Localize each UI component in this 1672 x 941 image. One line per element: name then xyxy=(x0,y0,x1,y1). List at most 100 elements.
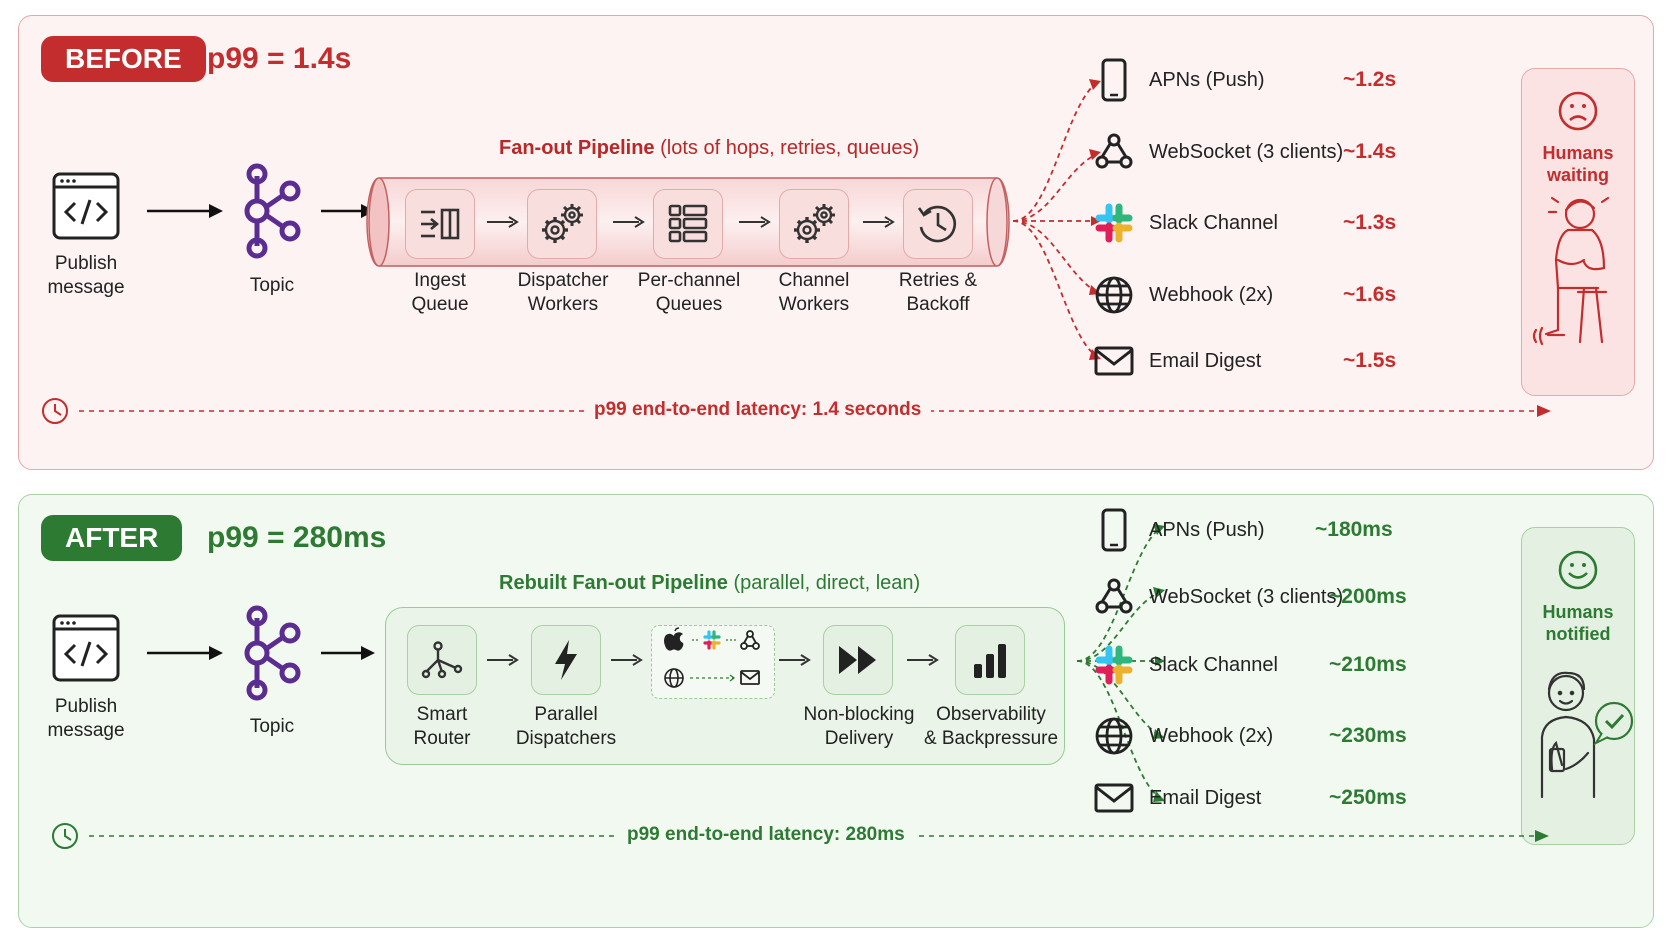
apple-icon xyxy=(664,632,684,651)
arrow xyxy=(779,654,811,666)
stage-label: Parallel Dispatchers xyxy=(515,704,617,749)
channels-grid-stage xyxy=(651,625,775,699)
stage-label: Non-blocking Delivery xyxy=(803,704,915,749)
humans-waiting-card: Humans waiting xyxy=(1521,68,1635,396)
channel-name: Webhook (2x) xyxy=(1149,283,1274,306)
channel-latency: ~1.6s xyxy=(1343,283,1397,306)
fan-out-arrows xyxy=(1012,79,1101,360)
channel-latency: ~1.5s xyxy=(1343,349,1397,372)
notified-person-icon xyxy=(1540,671,1634,799)
arrow xyxy=(739,216,771,228)
stage-label: Per-channel Queues xyxy=(637,270,741,315)
after-panel: AFTER p99 = 280ms Publish message Topic … xyxy=(18,494,1654,928)
channel-row: Email Digest ~250ms xyxy=(1093,774,1407,822)
channel-row: WebSocket (3 clients) ~1.4s xyxy=(1093,128,1396,176)
list-icon xyxy=(668,204,708,243)
fast-forward-icon xyxy=(839,646,876,674)
topic-icon xyxy=(244,605,301,701)
channel-name: Email Digest xyxy=(1149,349,1262,372)
parallel-dispatchers-stage xyxy=(531,625,601,695)
channel-row: APNs (Push) ~1.2s xyxy=(1093,56,1396,104)
retry-clock-icon xyxy=(917,205,957,243)
arrow xyxy=(487,216,519,228)
sad-face-icon xyxy=(1558,91,1598,131)
slack-icon xyxy=(1095,645,1133,685)
retries-backoff-stage xyxy=(903,189,973,259)
humans-notified-card: Humans notified xyxy=(1521,527,1635,845)
stage-label: Channel Workers xyxy=(778,270,850,315)
mail-icon xyxy=(740,670,760,685)
stage-label: Retries & Backoff xyxy=(898,270,978,315)
gears-icon xyxy=(794,204,835,243)
channel-name: APNs (Push) xyxy=(1149,68,1265,91)
arrow xyxy=(321,646,375,660)
slack-icon xyxy=(703,630,721,650)
channel-workers-stage xyxy=(779,189,849,259)
waiting-person-icon xyxy=(1532,196,1610,346)
channel-name: Slack Channel xyxy=(1149,211,1278,234)
stage-label: Observability & Backpressure xyxy=(923,704,1059,749)
latency-summary: p99 end-to-end latency: 1.4 seconds xyxy=(584,399,932,421)
after-badge: AFTER xyxy=(41,515,183,561)
topic-label: Topic xyxy=(249,716,295,737)
topic-label: Topic xyxy=(249,275,295,296)
pipeline-title: Rebuilt Fan-out Pipeline (parallel, dire… xyxy=(499,572,921,594)
after-p99-title: p99 = 280ms xyxy=(207,521,387,554)
non-blocking-delivery-stage xyxy=(823,625,893,695)
channel-latency: ~1.3s xyxy=(1343,211,1397,234)
code-window-icon xyxy=(52,614,120,682)
humans-notified-text: Humans notified xyxy=(1542,602,1614,644)
webhook-icon xyxy=(1095,133,1133,169)
gears-icon xyxy=(542,204,583,243)
smart-router-stage xyxy=(407,625,477,695)
webhook-icon xyxy=(1095,578,1133,614)
channel-name: WebSocket (3 clients) xyxy=(1149,585,1344,608)
channel-row: Slack Channel ~210ms xyxy=(1093,641,1407,689)
dispatcher-workers-stage xyxy=(527,189,597,259)
channel-latency: ~180ms xyxy=(1315,518,1393,541)
mail-icon xyxy=(1094,783,1134,813)
channels-grid-icon xyxy=(664,627,760,688)
channel-row: Webhook (2x) ~1.6s xyxy=(1093,271,1396,319)
topic-icon xyxy=(244,163,301,259)
before-p99-title: p99 = 1.4s xyxy=(207,42,352,75)
channel-name: APNs (Push) xyxy=(1149,518,1265,541)
bolt-icon xyxy=(555,640,577,680)
mail-icon xyxy=(1094,346,1134,376)
before-panel: BEFORE p99 = 1.4s Publish message Topic … xyxy=(18,15,1654,470)
per-channel-queues-stage xyxy=(653,189,723,259)
channel-row: WebSocket (3 clients) ~200ms xyxy=(1093,573,1407,621)
slack-icon xyxy=(1095,203,1133,243)
code-window-icon xyxy=(52,172,120,240)
stage-label: Dispatcher Workers xyxy=(517,270,609,315)
arrow xyxy=(907,654,939,666)
before-badge: BEFORE xyxy=(41,36,206,82)
channel-latency: ~230ms xyxy=(1329,724,1407,747)
ingest-queue-icon xyxy=(421,208,460,240)
channel-name: WebSocket (3 clients) xyxy=(1149,140,1344,163)
channel-latency: ~1.2s xyxy=(1343,68,1397,91)
channel-latency: ~200ms xyxy=(1329,585,1407,608)
globe-icon xyxy=(1095,717,1133,755)
observability-stage xyxy=(955,625,1025,695)
globe-icon xyxy=(1095,276,1133,314)
channel-latency: ~210ms xyxy=(1329,653,1407,676)
arrow xyxy=(613,216,645,228)
arrow xyxy=(863,216,895,228)
publish-message-label: Publish message xyxy=(47,253,125,298)
stage-label: Ingest Queue xyxy=(411,270,469,315)
bar-chart-icon xyxy=(974,644,1006,678)
phone-icon xyxy=(1101,508,1127,552)
channel-row: APNs (Push) ~180ms xyxy=(1093,506,1393,554)
channel-row: Webhook (2x) ~230ms xyxy=(1093,712,1407,760)
stage-label: Smart Router xyxy=(413,704,471,749)
channel-name: Slack Channel xyxy=(1149,653,1278,676)
arrow xyxy=(147,646,223,660)
channel-row: Email Digest ~1.5s xyxy=(1093,337,1396,385)
happy-face-icon xyxy=(1558,550,1598,590)
channel-latency: ~250ms xyxy=(1329,786,1407,809)
channel-latency: ~1.4s xyxy=(1343,140,1397,163)
channel-name: Email Digest xyxy=(1149,786,1262,809)
arrow xyxy=(611,654,643,666)
publish-message-label: Publish message xyxy=(47,696,125,741)
